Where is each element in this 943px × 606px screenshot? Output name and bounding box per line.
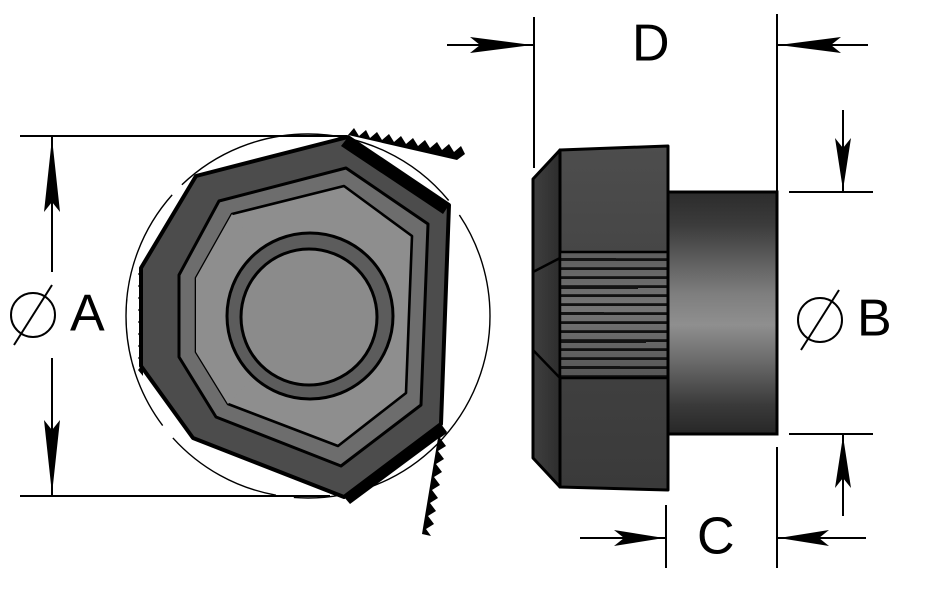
dim-d-label: D <box>632 15 670 73</box>
dim-c-arrow-right <box>779 530 829 546</box>
dimension-c: C <box>580 447 866 568</box>
flange-back-chamfer <box>531 148 562 489</box>
dim-b-arrow-top <box>835 138 851 190</box>
dim-a-arrow-bottom <box>44 420 60 494</box>
knurl-teeth-left <box>138 268 143 376</box>
knurl-band <box>558 250 670 380</box>
diameter-symbol <box>10 284 56 346</box>
outer-diameter-construction-circle <box>125 133 491 499</box>
knob-body <box>138 128 465 536</box>
dim-d-arrow-right <box>779 37 841 53</box>
dim-c-label: C <box>697 508 735 566</box>
dim-b-arrow-bottom <box>835 436 851 488</box>
dim-a-arrow-top <box>44 138 60 212</box>
dimension-d: D <box>447 14 868 192</box>
cylindrical-boss <box>666 190 779 436</box>
dim-d-arrow-left <box>470 37 532 53</box>
dimension-a: A <box>10 135 347 497</box>
front-view <box>125 128 491 536</box>
flange-chamfer-seam-upper <box>532 256 561 274</box>
flange-chamfer-seam-lower <box>532 349 561 379</box>
knurl-teeth-upper-right <box>341 128 465 214</box>
center-boss-ring-inner <box>239 247 379 387</box>
dim-c-arrow-left <box>614 530 664 546</box>
side-view <box>531 144 779 492</box>
knurl-teeth-lower-right <box>344 424 447 536</box>
dim-a-label: A <box>70 285 105 343</box>
diameter-symbol <box>797 289 843 351</box>
dim-b-label: B <box>857 290 892 348</box>
dimension-b: B <box>789 110 892 516</box>
